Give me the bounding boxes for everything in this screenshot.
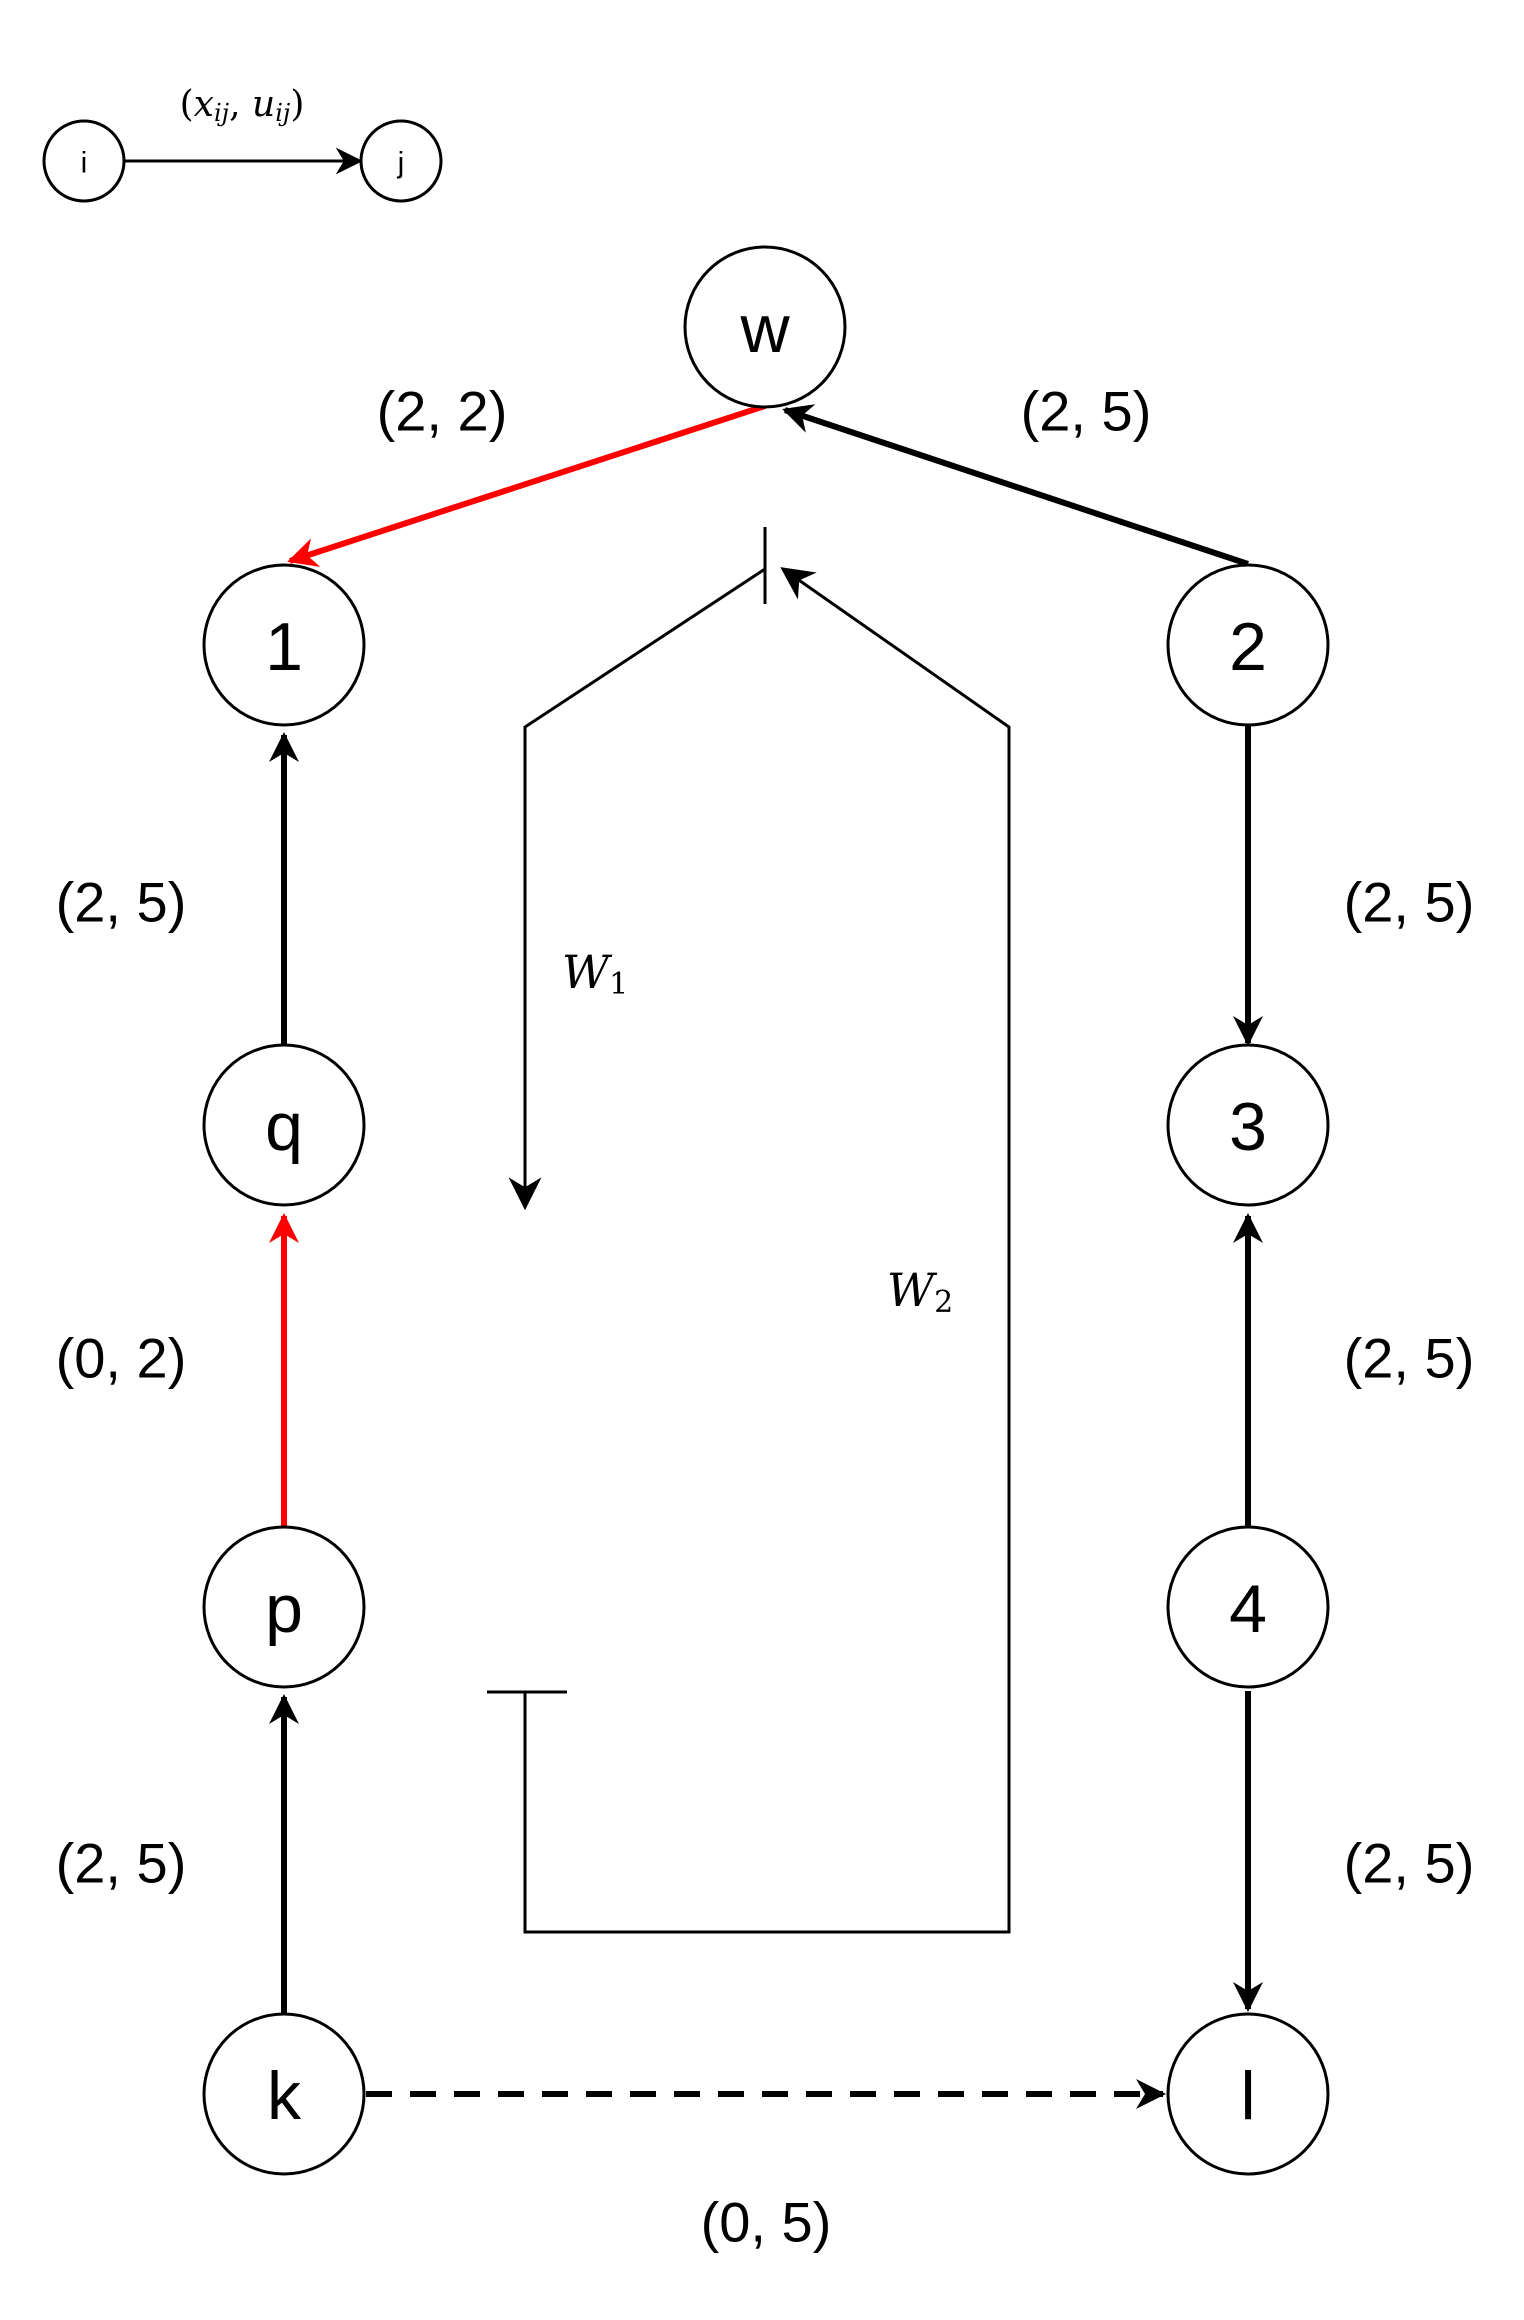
edge-2-w (782, 404, 1249, 567)
node-w-label: w (739, 291, 790, 367)
edge-label-2-3: (2, 5) (1344, 871, 1475, 934)
node-p: p (202, 1525, 366, 1689)
node-3-label: 3 (1229, 1089, 1267, 1165)
node-4: 4 (1166, 1525, 1330, 1689)
legend-node-j-label: j (397, 147, 405, 180)
cycle-w1-label: W1 (562, 945, 628, 1002)
node-k: k (202, 2012, 366, 2176)
edge-label-4-l: (2, 5) (1344, 1832, 1475, 1895)
edge-label-w-1: (2, 2) (377, 380, 508, 443)
cycle-w2-path (523, 567, 1011, 1934)
edge-label-k-l: (0, 5) (701, 2191, 832, 2254)
edge-label-2-w: (2, 5) (1021, 380, 1152, 443)
edge-label-p-q: (0, 2) (56, 1327, 187, 1390)
node-k-label: k (267, 2058, 302, 2134)
edge-label-4-3: (2, 5) (1344, 1327, 1475, 1390)
cycle-w2: W2 (487, 567, 1011, 1934)
legend-node-i-label: i (81, 147, 88, 180)
legend: i j (xij, uij) (42, 84, 443, 203)
edge-w-1 (287, 403, 766, 567)
node-3: 3 (1166, 1043, 1330, 1207)
node-2-label: 2 (1229, 609, 1267, 685)
edge-label-k-p: (2, 5) (56, 1832, 187, 1895)
node-p-label: p (265, 1571, 303, 1647)
node-q-label: q (265, 1089, 303, 1165)
node-w: w (683, 245, 847, 409)
node-1: 1 (202, 563, 366, 727)
node-2: 2 (1166, 563, 1330, 727)
legend-node-i (42, 119, 126, 203)
cycle-w2-label: W2 (887, 1263, 953, 1320)
node-l-label: l (1240, 2058, 1255, 2134)
node-l: l (1166, 2012, 1330, 2176)
legend-edge-label: (xij, uij) (180, 84, 305, 128)
node-q: q (202, 1043, 366, 1207)
cycle-w1: W1 (508, 527, 767, 1211)
cycle-w1-path (508, 567, 766, 1211)
node-4-label: 4 (1229, 1571, 1267, 1647)
legend-node-j (359, 119, 443, 203)
node-1-label: 1 (265, 609, 303, 685)
edge-label-q-1: (2, 5) (56, 871, 187, 934)
